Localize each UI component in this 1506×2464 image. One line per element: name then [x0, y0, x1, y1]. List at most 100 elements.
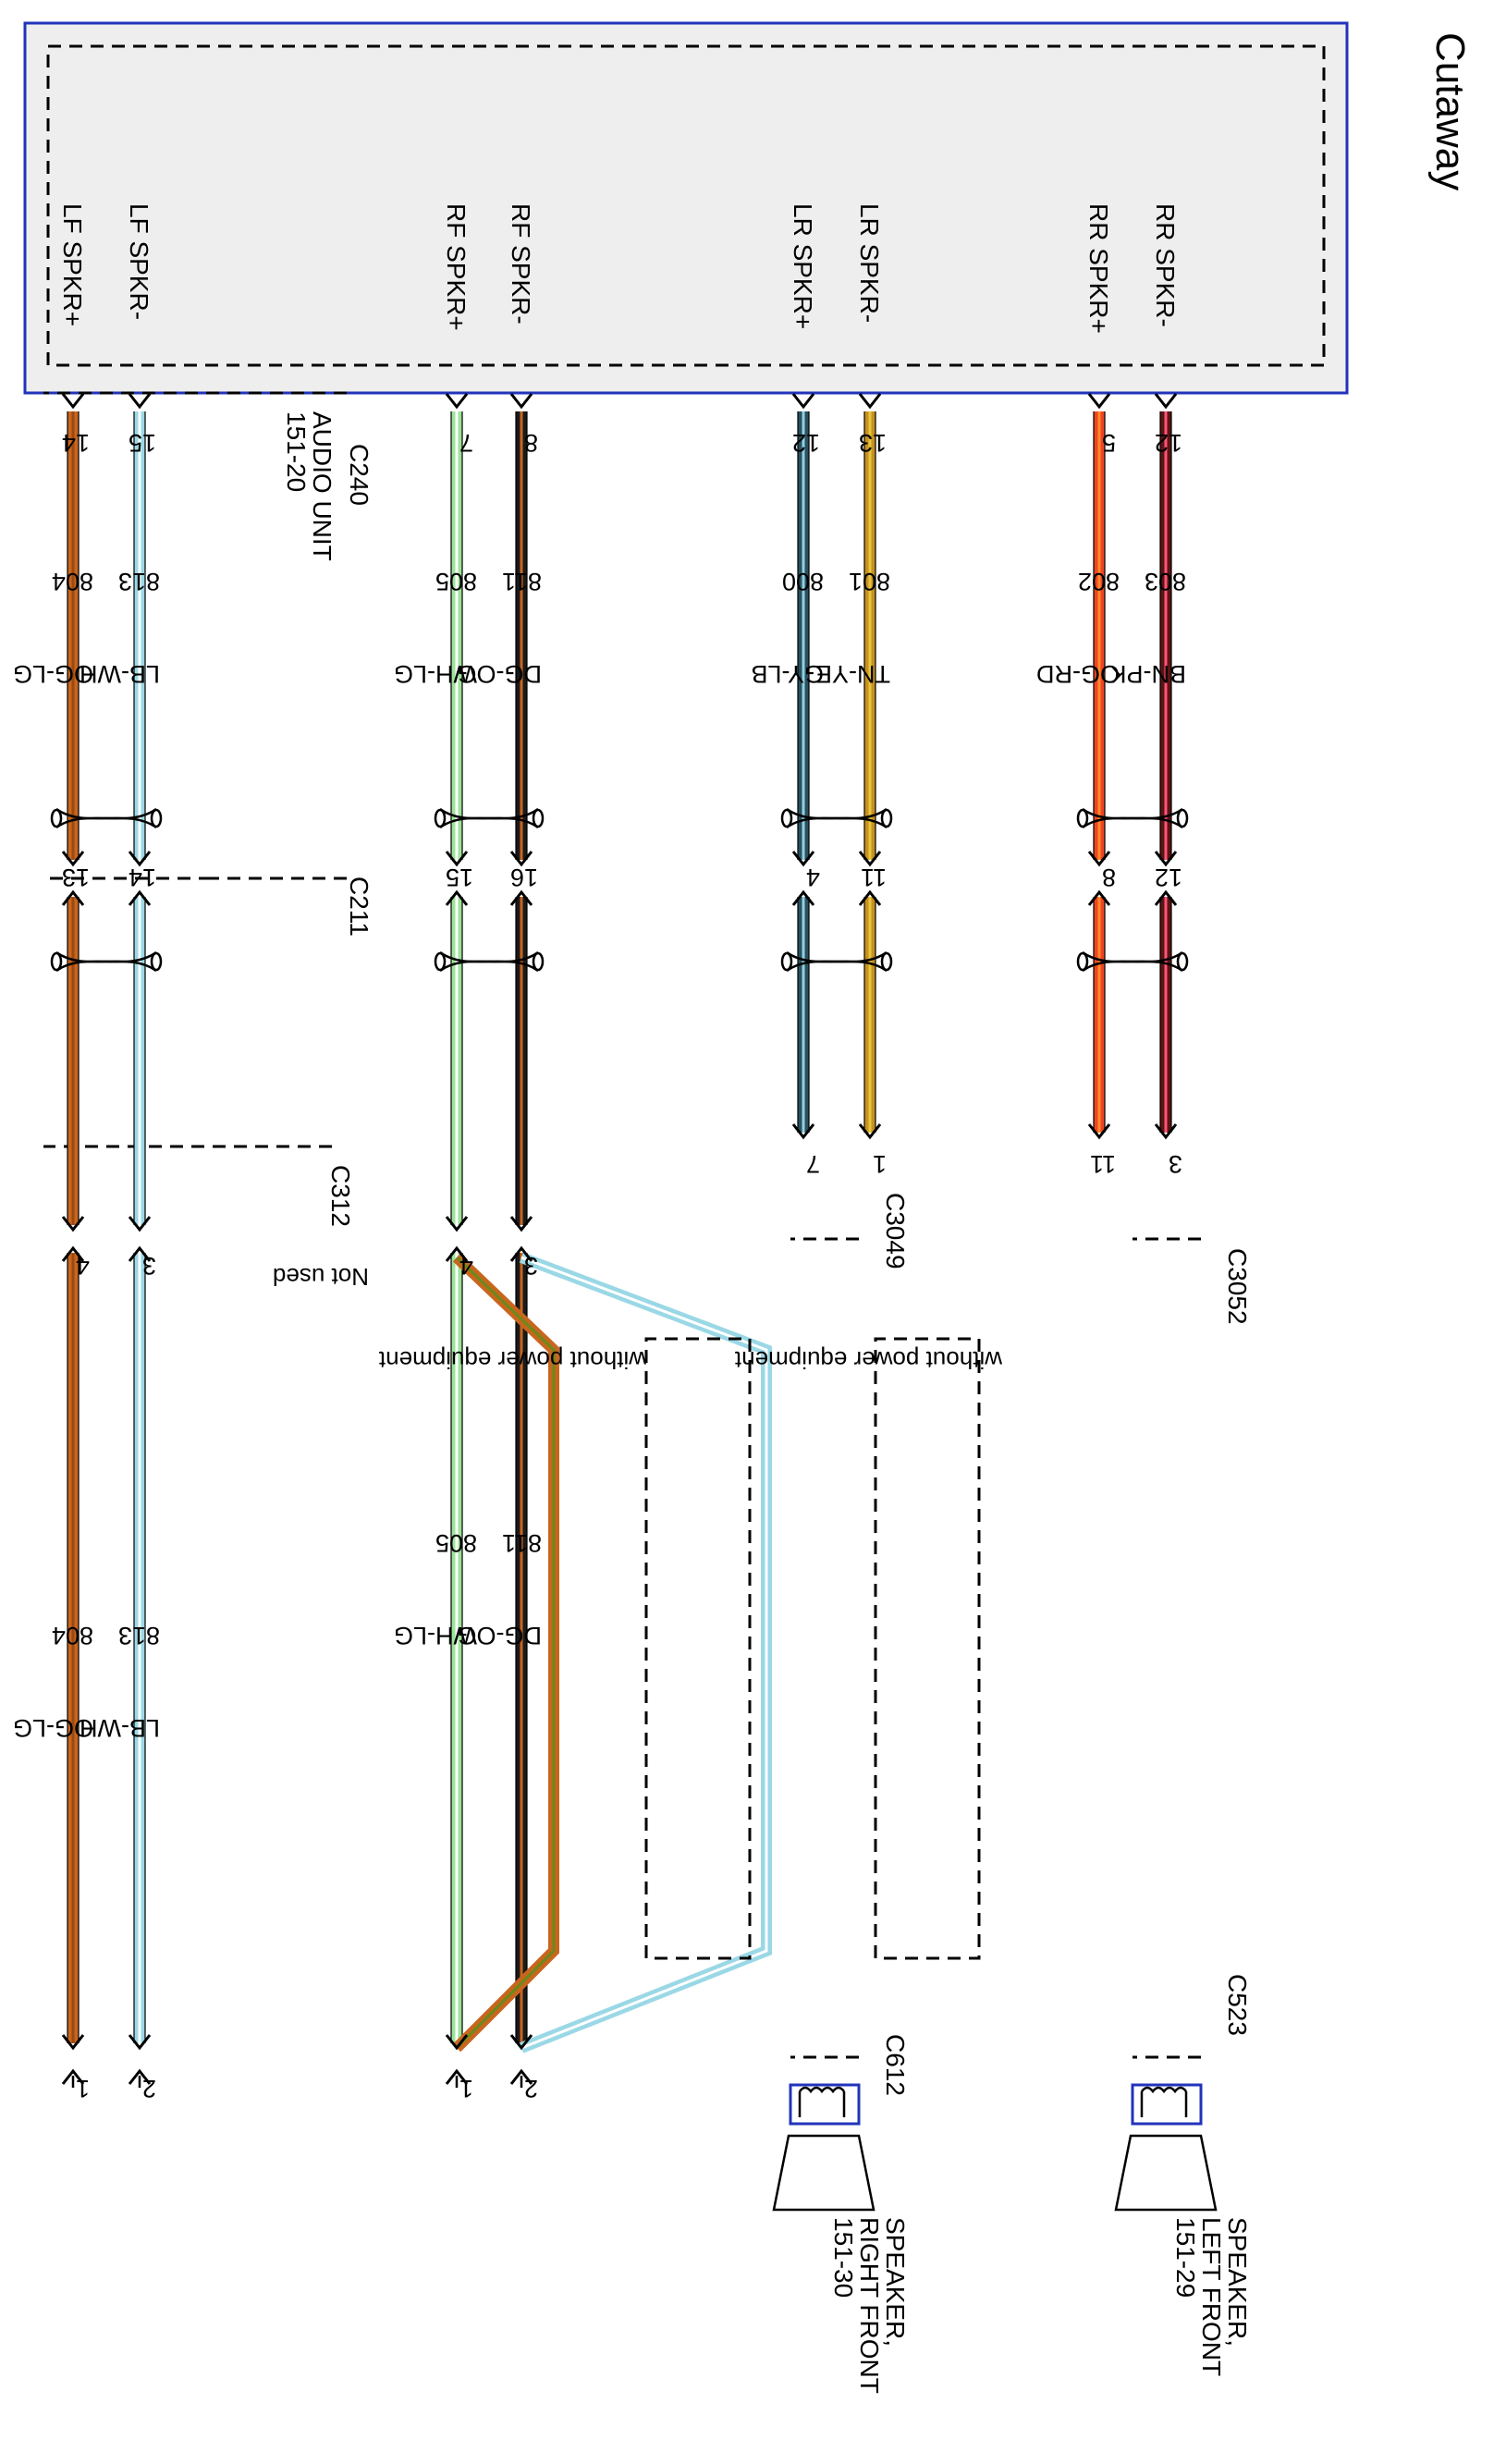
connector-arrow — [791, 889, 815, 906]
connector-arrow — [509, 2068, 533, 2085]
twist-mark — [55, 950, 157, 973]
wires — [67, 411, 1172, 2088]
connector-arrow — [128, 1245, 152, 1262]
connector-arrow — [128, 2068, 152, 2085]
power-equipment-box-bottom — [644, 1337, 752, 1960]
pin-number: 2 — [142, 2075, 156, 2102]
audio-unit-inner-border — [46, 44, 1326, 367]
pin-number: 14 — [129, 864, 156, 891]
pin-number: 15 — [446, 864, 473, 891]
connector-arrow — [1087, 393, 1111, 410]
connector-arrow — [509, 2034, 533, 2051]
wire-color: LB-WH — [80, 1714, 160, 1742]
connector-arrows — [61, 393, 1178, 2085]
twist-end — [532, 808, 545, 828]
connector-c312: C312 — [326, 1165, 355, 1227]
connector-arrow — [858, 393, 882, 410]
audio-unit-name: AUDIO UNIT — [308, 411, 337, 561]
twist-end — [1176, 808, 1189, 828]
pin-number: 4 — [806, 864, 820, 891]
connector-c612: C612 — [881, 2034, 910, 2096]
twist-end — [1076, 808, 1089, 828]
connector-arrow — [61, 2034, 85, 2051]
connector-arrow — [445, 2034, 469, 2051]
connector-arrow — [128, 889, 152, 906]
circuit-number: 802 — [1078, 568, 1120, 595]
connector-arrow — [445, 393, 469, 410]
twist-mark — [1082, 950, 1183, 973]
pin-number: 11 — [1090, 1150, 1116, 1178]
pin-number: 12 — [1155, 429, 1182, 457]
twist-end — [880, 808, 893, 828]
speaker-left-cone — [1114, 2134, 1218, 2212]
twist-end — [50, 951, 63, 972]
connector-arrow — [61, 851, 85, 867]
circuit-number: 811 — [502, 568, 542, 595]
terminal-label: RR SPKR- — [1151, 203, 1180, 327]
terminal-label: RF SPKR+ — [442, 203, 471, 331]
twist-end — [880, 951, 893, 972]
connector-arrow — [61, 2068, 85, 2085]
power-equipment-box-top — [874, 1337, 981, 1960]
connector-arrow — [509, 393, 533, 410]
alt-route-orange — [452, 1253, 559, 2053]
wire-labels: 1413804OG-LG1514813LB-WH715805WH-LG81681… — [13, 429, 1186, 2102]
circuit-number: 804 — [52, 568, 93, 595]
pin-number: 15 — [129, 429, 156, 457]
pin-number: 8 — [1102, 864, 1116, 891]
connector-arrow — [509, 1216, 533, 1232]
twist-mark — [1082, 807, 1183, 829]
audio-unit-box — [23, 21, 1349, 395]
pin-number: 3 — [142, 1252, 156, 1280]
pin-number: 12 — [792, 429, 820, 457]
terminal-label: RR SPKR+ — [1084, 203, 1113, 334]
wire-color: TN-YE — [815, 660, 890, 688]
connector-arrow — [61, 1216, 85, 1232]
pin-number: 3 — [524, 1252, 538, 1280]
note-without-power-top: without power equipment — [734, 1346, 1003, 1374]
connector-arrow — [858, 1123, 882, 1140]
connector-c523: C523 — [1223, 1974, 1252, 2036]
pin-number: 1 — [459, 2075, 473, 2102]
twist-mark — [786, 807, 888, 829]
connector-arrow — [858, 851, 882, 867]
twist-end — [50, 808, 63, 828]
note-without-power-bottom: without power equipment — [378, 1346, 647, 1374]
pin-number: 13 — [859, 429, 887, 457]
wire-color: BN-PK — [1109, 660, 1186, 688]
speaker-left-coil — [1131, 2083, 1203, 2126]
pin-number: 11 — [861, 864, 887, 891]
circuit-number: 805 — [435, 568, 477, 595]
twist-mark — [786, 950, 888, 973]
connector-c240: C240 — [345, 444, 373, 506]
pin-number: 7 — [806, 1150, 820, 1178]
speaker-right-line1: SPEAKER, — [881, 2217, 910, 2347]
twist-mark — [55, 807, 157, 829]
speaker-left-line1: SPEAKER, — [1223, 2217, 1252, 2347]
terminal-label: LF SPKR+ — [58, 203, 87, 326]
connector-arrow — [509, 851, 533, 867]
twist-end — [1176, 951, 1189, 972]
connector-arrow — [128, 393, 152, 410]
circuit-number: 811 — [502, 1529, 542, 1557]
connector-arrow — [61, 1245, 85, 1262]
speaker-left-line2: LEFT FRONT — [1197, 2217, 1226, 2376]
pin-number: 2 — [524, 2075, 538, 2102]
wire-color: OG-RD — [1036, 660, 1120, 688]
connector-arrow — [445, 1245, 469, 1262]
speaker-right-front: SPEAKER, RIGHT FRONT 151-30 — [772, 2083, 910, 2394]
alt-route-orange-stripe — [455, 1256, 556, 2050]
connector-arrow — [445, 1216, 469, 1232]
speaker-right-cone — [772, 2134, 875, 2212]
wire-color: OG-LG — [13, 1714, 93, 1742]
twisted-pair-marks — [50, 807, 1189, 973]
note-not-used: Not used — [273, 1263, 369, 1291]
pin-number: 3 — [1169, 1150, 1182, 1178]
speaker-left-coil-winding — [1140, 2086, 1188, 2117]
pin-number: 13 — [62, 864, 90, 891]
connector-arrow — [858, 889, 882, 906]
connector-arrow — [1154, 1123, 1178, 1140]
pin-number: 7 — [459, 429, 473, 457]
